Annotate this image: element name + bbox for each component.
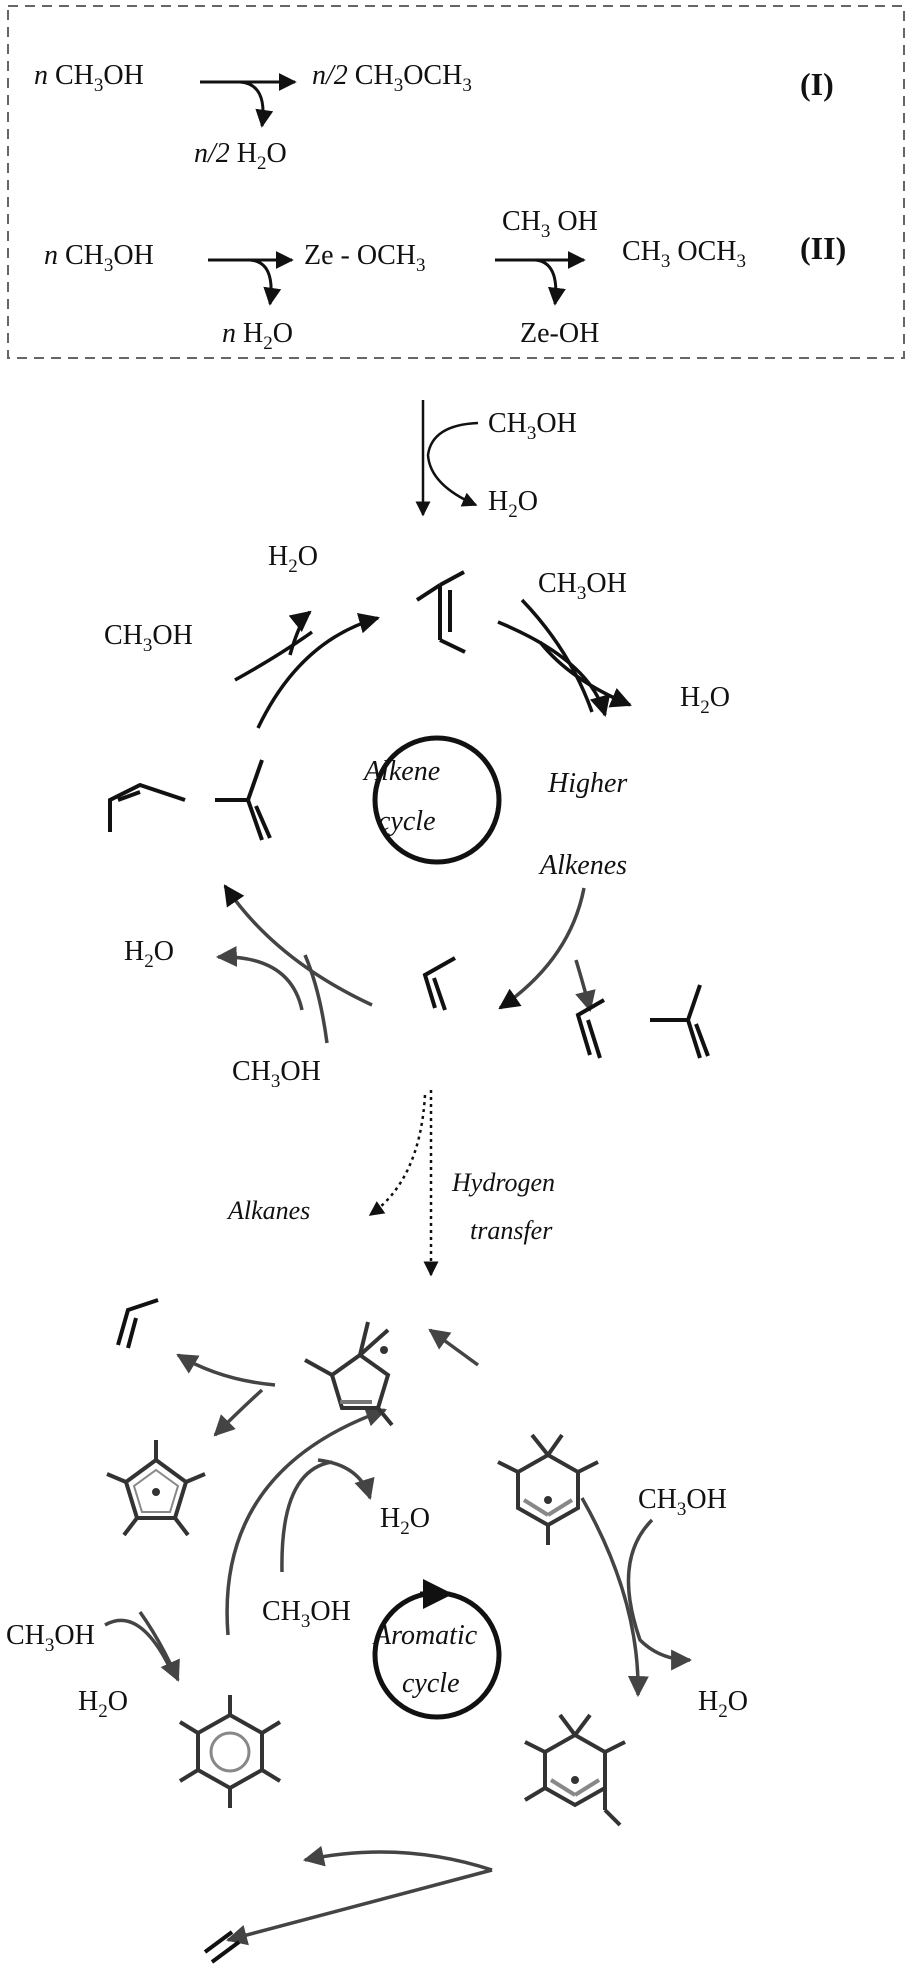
aromatic-left-methanol: CH3OH [6, 1620, 95, 1656]
entry-arrow [415, 400, 479, 517]
entry-water: H2O [488, 486, 538, 522]
higher-alkenes-label-2: Alkenes [540, 850, 628, 881]
reaction-II-intermediate: Ze - OCH3 [304, 240, 426, 276]
aromatic-right-water: H2O [698, 1686, 748, 1722]
propene-right [575, 998, 605, 1059]
propene-bottom [422, 956, 456, 1011]
alkene-cycle-label-2: cycle [378, 806, 436, 837]
higher-alkenes-label-1: Higher [548, 768, 628, 799]
alkene-cycle-ring [372, 735, 502, 865]
ethene-product [203, 1930, 241, 1964]
aromatic-left-water: H2O [78, 1686, 128, 1722]
propene-left [116, 1298, 159, 1349]
reaction-II-water: n H2O [222, 318, 293, 354]
cyclopentadienyl-cation-top [304, 1321, 394, 1427]
aromatic-cycle-label-1: Aromatic [374, 1620, 478, 1651]
hydrogen-label: Hydrogen [452, 1168, 556, 1197]
isobutene-top [415, 570, 466, 654]
reaction-I-arrow [200, 73, 297, 128]
aromatic-cycle-arcs [104, 1328, 693, 1946]
alkene-top-right-water: H2O [680, 682, 730, 718]
ethyl-benzenium-bottom-right [523, 1713, 626, 1827]
alkene-top-left-methanol: CH3OH [104, 620, 193, 656]
reaction-II-arrows [208, 251, 586, 306]
entry-methanol: CH3OH [488, 408, 577, 444]
aromatic-inner-water: H2O [380, 1503, 430, 1539]
alkene-left-water: H2O [124, 936, 174, 972]
hexamethylbenzene [178, 1695, 282, 1808]
transfer-label: transfer [470, 1216, 553, 1245]
heptamethylbenzenium-top-right [497, 1433, 599, 1545]
aromatic-right-methanol: CH3OH [638, 1484, 727, 1520]
pentamethylcyclopentadienyl-cation [106, 1440, 206, 1537]
alkene-top-left-water: H2O [268, 541, 318, 577]
alkene-cycle-arcs [215, 598, 632, 1044]
isobutene-left [215, 759, 272, 841]
butene-left [108, 782, 186, 832]
reaction-I-reactant: n CH3OH [34, 60, 144, 96]
reaction-II-tag: (II) [800, 230, 847, 266]
aromatic-cycle-label-2: cycle [402, 1668, 460, 1699]
reaction-I-product: n/2 CH3OCH3 [312, 60, 472, 96]
reaction-II-product: CH3 OCH3 [622, 236, 747, 272]
aromatic-inner-methanol: CH3OH [262, 1596, 351, 1632]
reaction-I-tag: (I) [800, 66, 834, 102]
reaction-II-byproduct: Ze-OH [520, 318, 600, 349]
alkene-cycle-label-1: Alkene [364, 756, 441, 787]
hydrogen-transfer-arrows [368, 1090, 439, 1277]
alkene-top-right-methanol: CH3OH [538, 568, 627, 604]
isobutene-right [650, 984, 710, 1059]
alkanes-label: Alkanes [228, 1196, 311, 1225]
reactions-box [7, 5, 905, 359]
reaction-II-reactant: n CH3OH [44, 240, 154, 276]
alkene-bottom-methanol: CH3OH [232, 1056, 321, 1092]
reaction-I-water: n/2 H2O [194, 138, 287, 174]
reaction-II-reagent: CH3 OH [502, 206, 598, 242]
